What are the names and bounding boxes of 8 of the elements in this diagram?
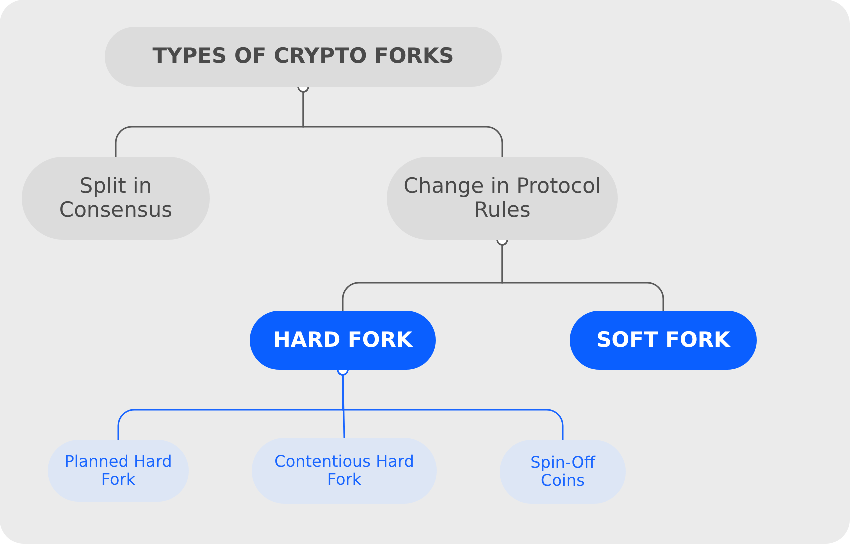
category-pill: Contentious Hard Fork bbox=[252, 438, 437, 504]
category-pill: Spin-Off Coins bbox=[500, 440, 626, 504]
category-pill: Change in Protocol Rules bbox=[387, 157, 618, 240]
title-pill: TYPES OF CRYPTO FORKS bbox=[105, 27, 502, 87]
category-pill: Planned Hard Fork bbox=[48, 440, 189, 502]
category-pill: HARD FORK bbox=[250, 311, 436, 370]
category-pill: SOFT FORK bbox=[570, 311, 757, 370]
category-pill: Split in Consensus bbox=[22, 157, 210, 240]
